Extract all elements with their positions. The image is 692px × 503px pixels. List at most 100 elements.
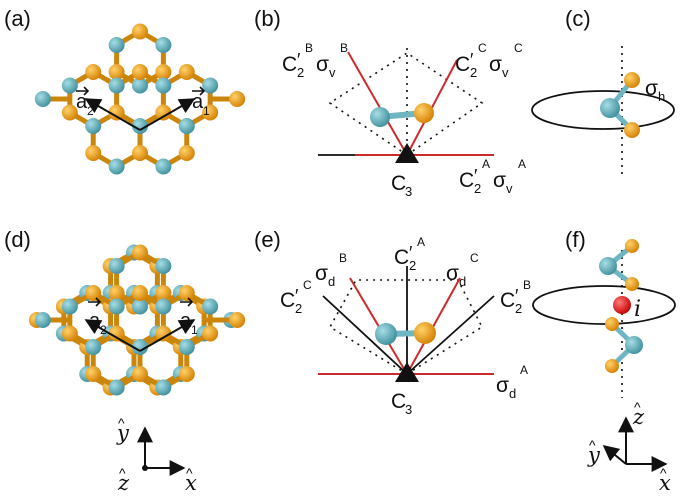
a2-arrow-icon-d [88,297,102,307]
vector-a2 [84,98,141,131]
atom-blue [155,379,172,396]
a1-arrow-icon [192,86,206,96]
atom-f-5 [605,359,619,373]
svg-text:B: B [305,41,313,55]
atom-blue [108,258,125,274]
atom-blue [202,298,219,315]
atom-orange [178,366,195,382]
atom-orange [61,104,78,121]
a1-subscript: 1 [203,104,210,118]
panel-d-label: (d) [4,227,31,252]
atom-blue [178,118,195,134]
sigma-d-c-label: σ [446,262,459,285]
svg-text:C: C [459,169,474,192]
lattice-a [34,23,246,175]
atom-orange [155,64,172,80]
a1-subscript-d: 1 [191,323,198,337]
svg-text:C: C [478,41,487,55]
mirror-plane-b-b [347,51,408,156]
svg-text:v: v [506,181,513,196]
y-axis-label: y [116,421,130,445]
svg-text:v: v [502,65,509,80]
atom-f-3 [599,257,617,275]
atom-blue [34,91,51,107]
atom-blue [61,298,78,315]
atom-orange [85,64,102,80]
atom-orange [132,64,148,80]
atom-orange [229,312,246,328]
panel-f-label: (f) [565,227,586,252]
svg-text:d: d [459,274,466,289]
lattice-d [28,244,246,396]
x-axis-label: x [185,471,197,495]
a1-label: a [192,91,204,113]
sigma-h-label: σ [645,77,658,100]
x-axis-hat-f: ^ [660,465,667,481]
atom-blue [132,339,148,355]
atom-c-bottom [624,122,640,138]
atom-f-2 [625,277,639,291]
svg-text:2: 2 [297,65,304,80]
svg-text:2: 2 [474,181,481,196]
panel-b: (b) C 3 C ′ 2 B σ v B C ′ 2 C σ v [254,6,526,199]
axis-label-a-b: C ′ 2 A σ v A [459,157,526,196]
atom-blue [132,118,148,134]
sigma-d-b-label: σ [315,262,328,285]
a2-subscript-d: 2 [100,323,107,337]
atom-blue [155,298,172,315]
svg-text:A: A [520,363,528,377]
inversion-label: i [634,297,641,322]
atom-blue [155,37,172,53]
atom-blue [108,298,125,315]
atom-orange [132,145,148,161]
atom-blue [34,312,51,328]
svg-text:d: d [328,274,335,289]
atom-orange [178,145,195,161]
svg-text:v: v [329,65,336,80]
svg-text:σ: σ [489,53,502,76]
svg-text:2: 2 [515,301,522,316]
svg-text:C: C [282,53,297,76]
atom-blue [85,118,102,134]
atom-blue [202,77,219,94]
c2-a-label: C [394,246,409,269]
atom-orange [108,325,125,342]
panel-d: (d) a 2 a 1 [4,227,246,396]
atom-f-6 [625,336,643,354]
atom-orange [85,366,102,382]
c3-label-e: C [391,390,406,413]
atom-blue [61,77,78,94]
c2-b-label: C [500,289,515,312]
z-axis-dot-icon [142,465,148,471]
atom-orange [132,23,148,40]
panel-b-label: (b) [254,6,281,31]
panel-e: (e) C 3 σ d B σ d C σ d A C ′ 2 A C ′ 2 … [254,227,531,417]
lattice-vectors-d: a 2 a 1 [84,297,198,352]
atom-blue [155,258,172,274]
c3-sub-b: 3 [405,184,412,199]
atom-blue [155,158,172,175]
dihedral-plane-c [406,277,461,375]
panel-e-label: (e) [254,227,281,252]
atom-orange [85,285,102,301]
svg-text:′: ′ [409,243,413,263]
atom-orange [132,366,148,382]
c3-label-b: C [391,172,406,195]
svg-text:2: 2 [470,65,477,80]
atom-blue [108,37,125,53]
c2-axis-c [322,295,408,375]
atom-blue [108,158,125,175]
svg-text:B: B [523,278,531,292]
c3-sub-e: 3 [405,402,412,417]
svg-text:σ: σ [316,53,329,76]
atom-c-top [624,72,640,88]
vector-a1-d [139,319,196,352]
sigma-d-a-label: σ [496,374,509,397]
a2-label: a [76,91,88,113]
z-axis-hat: ^ [119,465,126,481]
sigma-h-sub: h [658,89,665,104]
atom-b-blue [370,107,390,127]
svg-text:A: A [417,235,425,249]
svg-text:σ: σ [493,169,506,192]
